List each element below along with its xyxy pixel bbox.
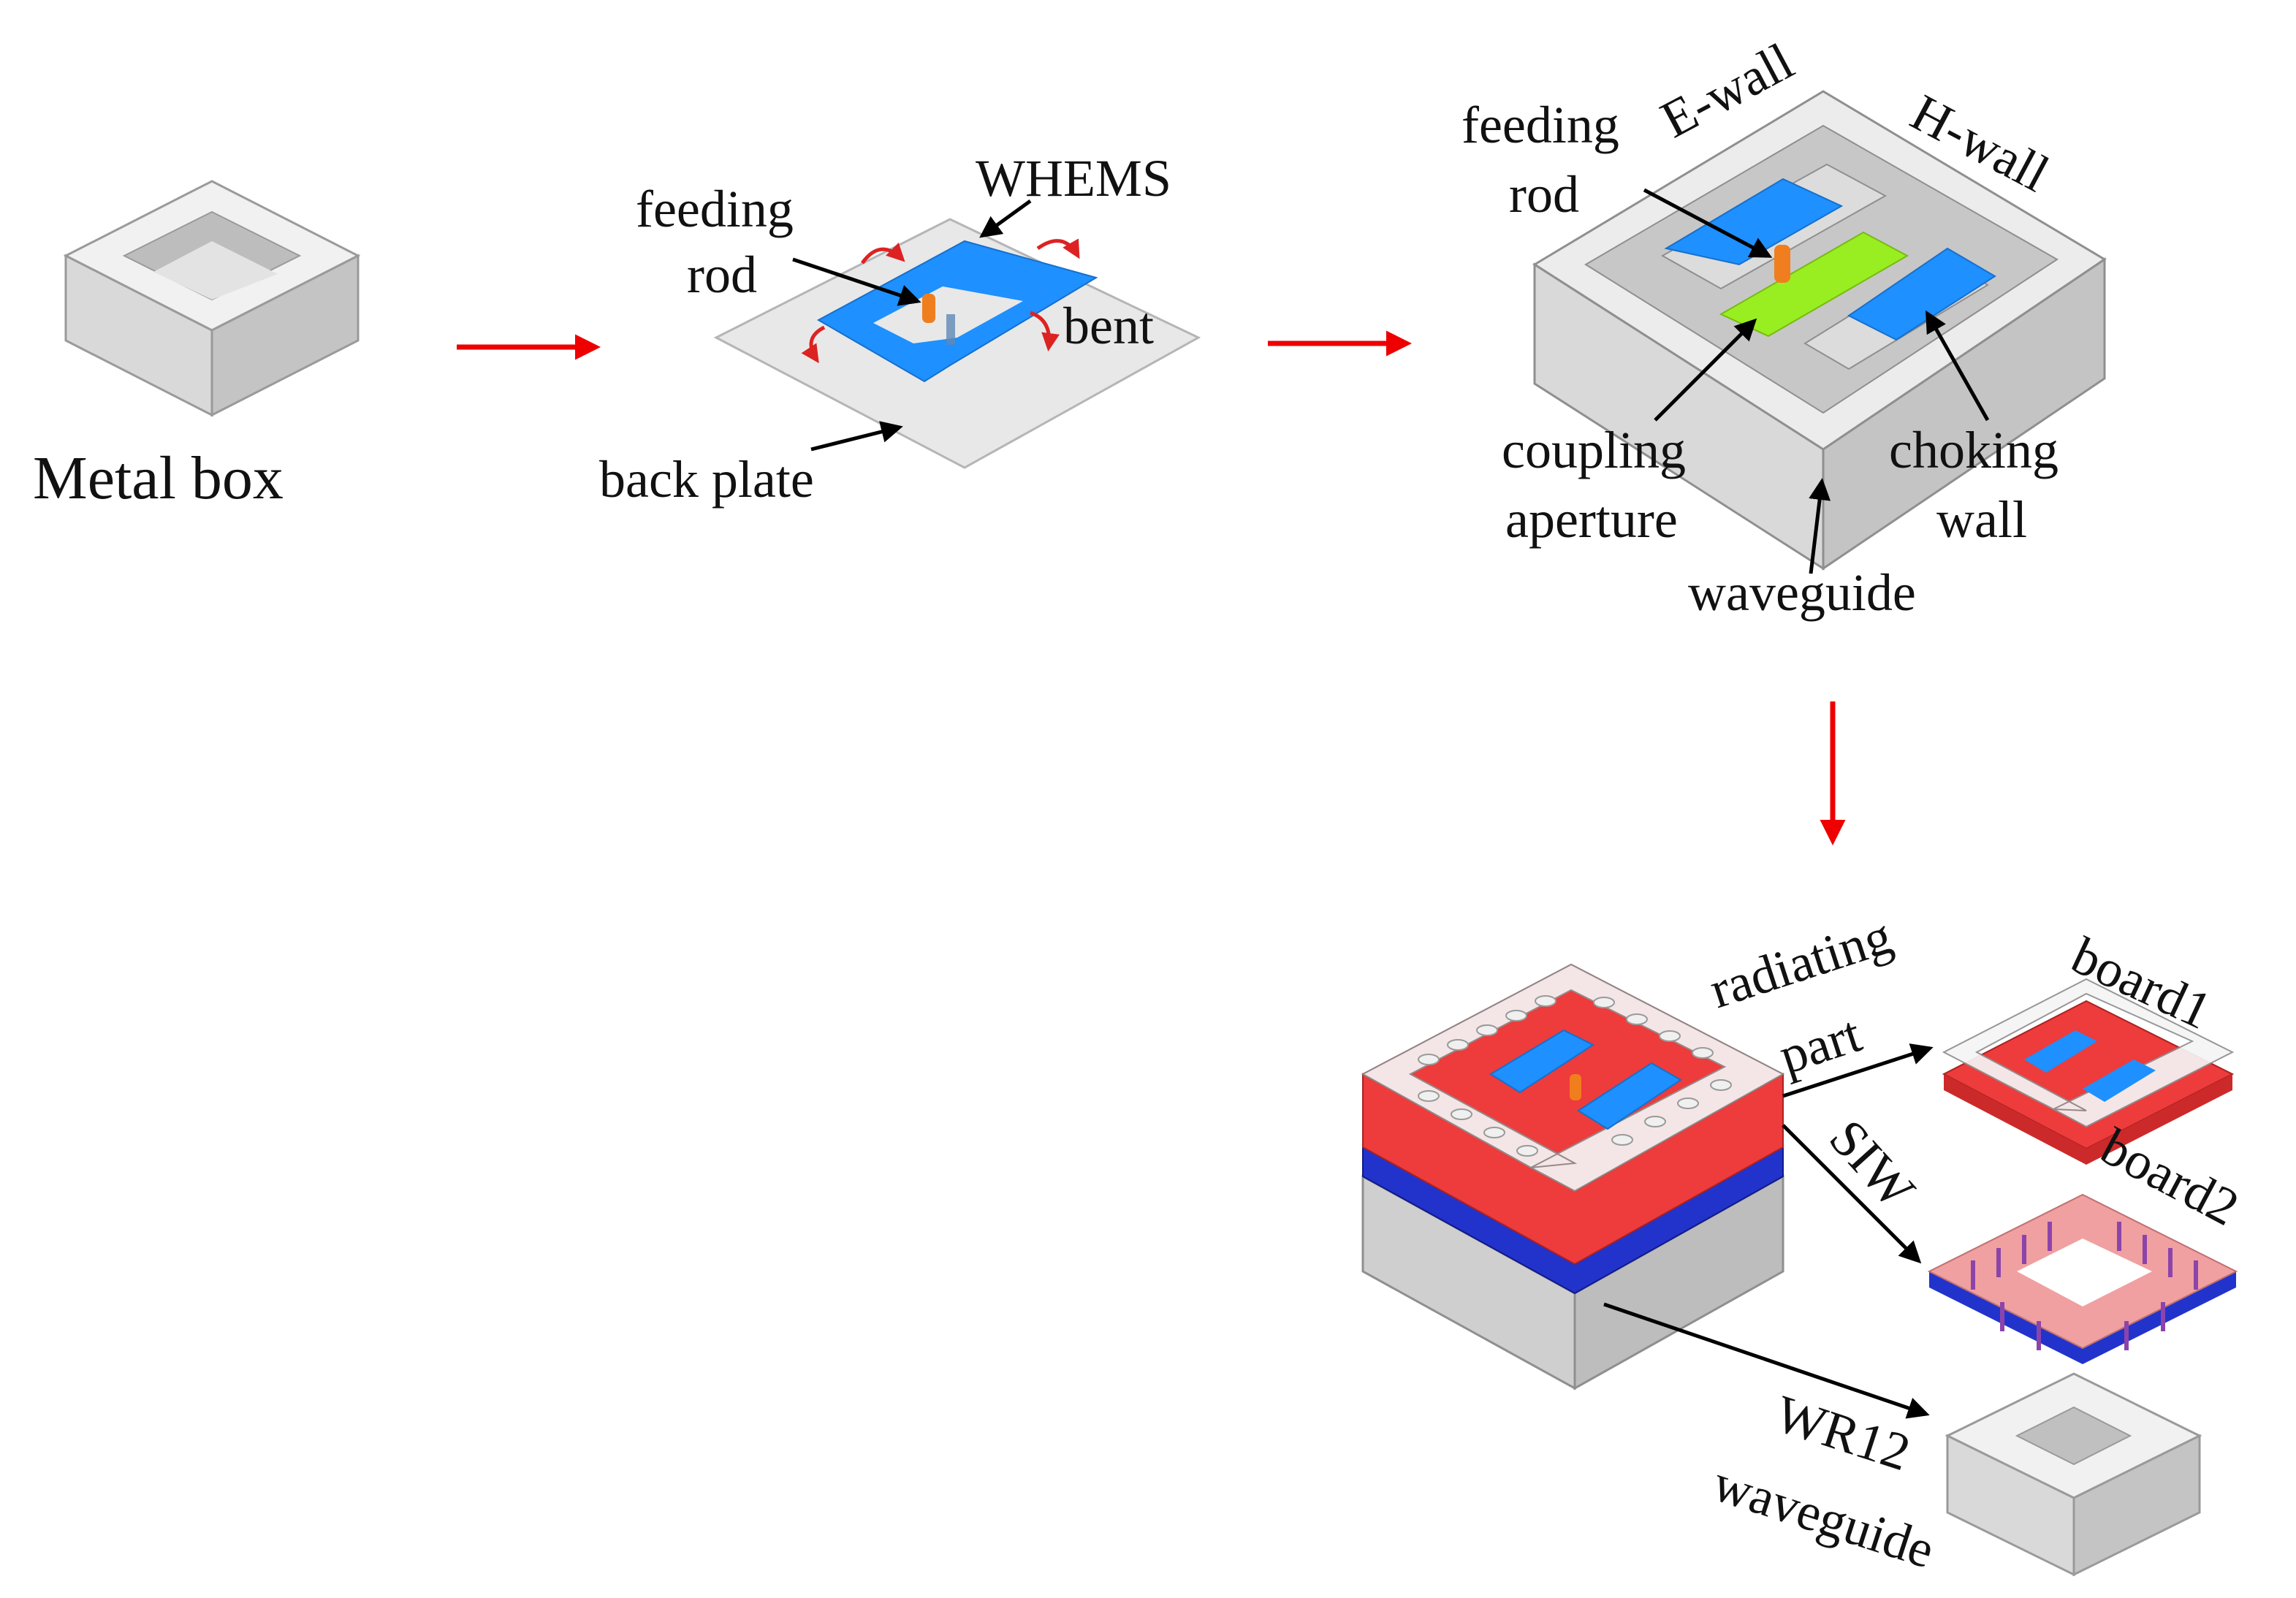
- whems-pointer: [979, 199, 1032, 238]
- whems-right-element: [1577, 1062, 1682, 1130]
- choking-wall-pointer: [1926, 310, 1990, 422]
- assembled-antenna-figure: [1361, 963, 1785, 1390]
- board2-figure: [1927, 1193, 2238, 1364]
- rod-label: rod: [1509, 165, 1579, 224]
- whems-upper: [1664, 178, 1844, 266]
- siw-pointer: [1782, 1124, 1922, 1264]
- bent-label: bent: [1063, 297, 1154, 355]
- waveguide-label: waveguide: [1688, 563, 1916, 622]
- cavity-figure: [1532, 90, 2107, 571]
- siw-label: SIW: [1818, 1108, 1926, 1220]
- bent-plate-ghost: [946, 314, 955, 345]
- bend-arrow-icon: [801, 325, 826, 364]
- coupling-aperture-pointer: [1654, 318, 1757, 422]
- board1-whems-left: [2024, 1030, 2097, 1073]
- wall-label: wall: [1936, 490, 2027, 549]
- feeding-rod-pointer: [1643, 188, 1773, 258]
- top-frame: [1361, 963, 1785, 1192]
- feeding-label: feeding: [1461, 96, 1619, 154]
- whems-lower: [1847, 247, 1996, 341]
- via-pins: [1418, 995, 1732, 1157]
- back-plate-label: back plate: [599, 450, 814, 509]
- metal-box-cavity-floor: [153, 241, 278, 300]
- bend-arrow-icon: [1030, 311, 1060, 351]
- rod-label: rod: [687, 246, 757, 304]
- cavity-right-face: [1822, 257, 2106, 571]
- feeding-rod-cavity: [1774, 245, 1790, 283]
- board2-cutout: [2017, 1239, 2152, 1306]
- board1-figure: [1942, 978, 2235, 1165]
- wr12-cavity: [2015, 1406, 2132, 1466]
- wr12-waveguide-figure: [1945, 1372, 2202, 1577]
- waveguide-pointer: [1809, 478, 1831, 574]
- choking-label: choking: [1889, 421, 2059, 479]
- board2-blue: [1929, 1271, 2236, 1364]
- waveguide-label: waveguide: [1706, 1453, 1941, 1579]
- board2-vias: [1971, 1222, 2198, 1350]
- metal-box-figure: [63, 180, 361, 417]
- wr12-pointer: [1603, 1302, 1930, 1419]
- wr12-label: WR12: [1768, 1384, 1917, 1482]
- feeding-label: feeding: [636, 180, 794, 238]
- board1-frame: [1942, 978, 2235, 1128]
- back-plate-pointer: [810, 421, 903, 452]
- whems-left-element: [1489, 1029, 1595, 1094]
- metal-box-right-face: [210, 254, 360, 417]
- aperture-label: aperture: [1505, 490, 1678, 549]
- feeding-rod-assembled: [1570, 1074, 1581, 1100]
- radiating-label: radiating: [1703, 906, 1898, 1019]
- bend-arrow-icon: [1036, 238, 1080, 259]
- radiating-part-pointer: [1782, 1043, 1934, 1098]
- board1-red-edge: [1944, 1074, 2232, 1165]
- bend-arrow-icon: [860, 243, 905, 265]
- feeding-rod: [922, 294, 935, 323]
- board1-whems-right: [2083, 1059, 2156, 1102]
- coupling-label: coupling: [1502, 421, 1686, 479]
- whems-label: WHEMS: [976, 149, 1171, 208]
- metal-box-label: Metal box: [33, 444, 284, 512]
- whems-figure: [713, 218, 1201, 469]
- wr12-right-face: [2072, 1434, 2201, 1577]
- feeding-rod-pointer: [792, 257, 921, 306]
